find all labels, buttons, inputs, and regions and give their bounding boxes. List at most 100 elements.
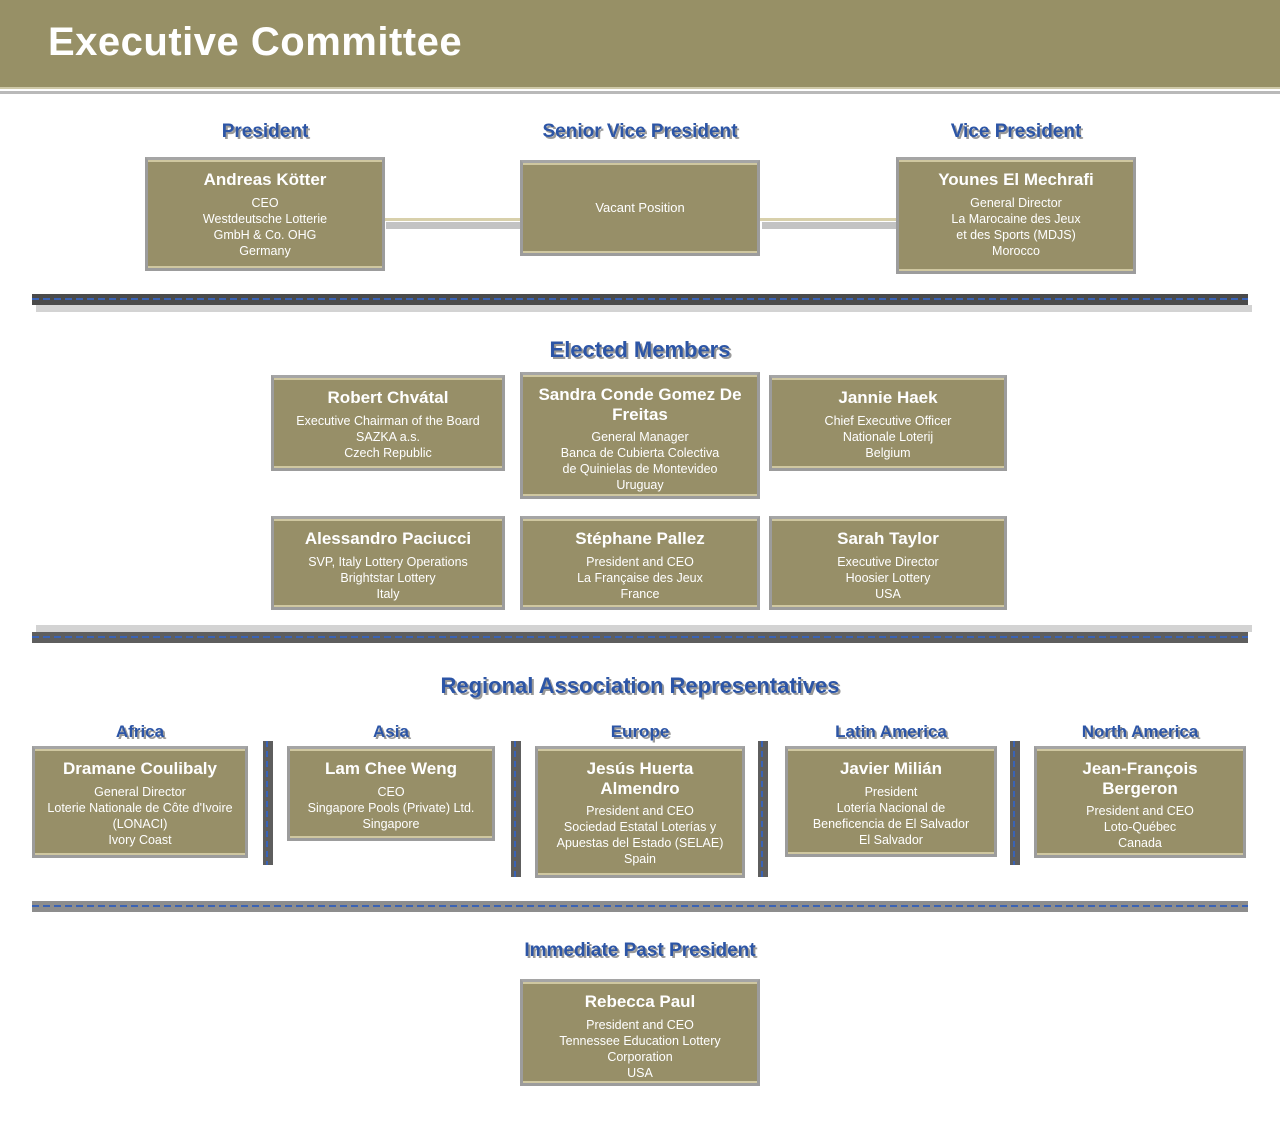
- regional-detail-line: Loto-Québec: [1103, 820, 1177, 835]
- connector-president-svp: [384, 218, 522, 221]
- member-name: Alessandro Paciucci: [304, 529, 472, 548]
- officer-card-president[interactable]: Andreas Kötter CEO Westdeutsche Lotterie…: [145, 157, 385, 271]
- regional-separator-europe-latin-america: [758, 741, 768, 877]
- title-banner: [0, 0, 1280, 89]
- regional-detail-line: Lotería Nacional de: [836, 800, 946, 815]
- regional-detail-line: CEO: [377, 784, 405, 799]
- regional-card-asia[interactable]: Lam Chee Weng CEO Singapore Pools (Priva…: [287, 746, 495, 841]
- member-name: Jannie Haek: [838, 388, 938, 407]
- regional-separator-africa-asia: [263, 741, 273, 865]
- page-title: Executive Committee: [48, 20, 463, 64]
- past-president-detail-line: Tennessee Education Lottery: [559, 1033, 721, 1048]
- connector-svp-vp: [760, 218, 896, 221]
- section-divider-officers: [32, 294, 1252, 312]
- divider-dashed-line: [32, 636, 1248, 638]
- regional-card-north-america[interactable]: Jean-François Bergeron President and CEO…: [1034, 746, 1246, 858]
- regional-detail-line: Singapore: [362, 816, 420, 831]
- member-detail-line: Hoosier Lottery: [845, 570, 931, 585]
- member-detail-line: SAZKA a.s.: [356, 429, 420, 444]
- member-detail-line: General Manager: [591, 430, 689, 445]
- regional-detail-line: Sociedad Estatal Loterías y: [563, 820, 717, 835]
- separator-bar: [263, 741, 273, 865]
- officer-detail-line: Morocco: [992, 243, 1040, 258]
- regional-detail-line: Beneficencia de El Salvador: [812, 816, 970, 831]
- regional-separator-latin-north-america: [1010, 741, 1020, 865]
- regional-detail-line: Singapore Pools (Private) Ltd.: [307, 800, 475, 815]
- regional-name: Lam Chee Weng: [325, 759, 457, 778]
- officer-detail-line: CEO: [251, 195, 279, 210]
- separator-dashed-line: [514, 741, 516, 877]
- officer-card-senior-vice-president[interactable]: Vacant Position: [520, 160, 760, 256]
- regional-detail-line: President: [864, 784, 918, 799]
- officer-name: Andreas Kötter: [203, 170, 327, 189]
- regional-name: Javier Milián: [839, 759, 943, 778]
- member-detail-line: Brightstar Lottery: [340, 570, 436, 585]
- regional-detail-line: Canada: [1118, 836, 1162, 851]
- officer-detail-line: General Director: [970, 195, 1062, 210]
- separator-bar: [1010, 741, 1020, 865]
- member-name: Sarah Taylor: [837, 529, 939, 548]
- elected-card-alessandro-paciucci[interactable]: Alessandro Paciucci SVP, Italy Lottery O…: [271, 516, 505, 610]
- heading-president: President: [221, 121, 309, 142]
- elected-card-jannie-haek[interactable]: Jannie Haek Chief Executive Officer Nati…: [769, 375, 1007, 471]
- past-president-card-rebecca-paul[interactable]: Rebecca Paul President and CEO Tennessee…: [520, 979, 760, 1086]
- region-label-africa: Africa: [115, 722, 165, 741]
- heading-elected-members: Elected Members: [549, 337, 731, 362]
- member-detail-line: Czech Republic: [344, 445, 432, 460]
- regional-card-europe[interactable]: Jesús Huerta Almendro President and CEO …: [535, 746, 745, 878]
- member-detail-line: Executive Director: [837, 554, 939, 569]
- regional-detail-line: President and CEO: [586, 804, 694, 819]
- elected-card-sarah-taylor[interactable]: Sarah Taylor Executive Director Hoosier …: [769, 516, 1007, 610]
- elected-card-robert-chvatal[interactable]: Robert Chvátal Executive Chairman of the…: [271, 375, 505, 471]
- separator-bar: [511, 741, 521, 877]
- regional-card-africa[interactable]: Dramane Coulibaly General Director Loter…: [32, 746, 248, 858]
- member-detail-line: Nationale Loterij: [842, 429, 934, 444]
- connector-shadow-president-svp: [386, 222, 524, 229]
- region-label-latin-america: Latin America: [835, 722, 947, 741]
- past-president-detail-line: USA: [627, 1065, 653, 1080]
- separator-dashed-line: [1013, 741, 1015, 865]
- member-detail-line: President and CEO: [586, 554, 694, 569]
- member-detail-line: Belgium: [865, 445, 911, 460]
- title-banner-shadow: [0, 91, 1280, 94]
- past-president-detail-line: President and CEO: [586, 1017, 694, 1032]
- member-detail-line: USA: [875, 586, 901, 601]
- regional-name: Jean-François Bergeron: [1082, 759, 1198, 798]
- divider-dashed-line: [32, 298, 1248, 300]
- past-president-detail-line: Corporation: [607, 1049, 673, 1064]
- officer-detail-line: et des Sports (MDJS): [956, 227, 1076, 242]
- heading-senior-vice-president: Senior Vice President: [542, 121, 738, 142]
- section-divider-elected: [32, 625, 1252, 643]
- officer-vacant-label: Vacant Position: [595, 199, 685, 215]
- regional-detail-line: El Salvador: [859, 832, 923, 847]
- divider-shadow: [36, 305, 1252, 312]
- member-detail-line: La Française des Jeux: [577, 570, 703, 585]
- member-detail-line: France: [620, 586, 660, 601]
- member-detail-line: Banca de Cubierta Colectiva: [560, 446, 720, 461]
- member-detail-line: Executive Chairman of the Board: [296, 413, 480, 428]
- elected-card-stephane-pallez[interactable]: Stéphane Pallez President and CEO La Fra…: [520, 516, 760, 610]
- regional-detail-line: General Director: [94, 784, 186, 799]
- regional-card-latin-america[interactable]: Javier Milián President Lotería Nacional…: [785, 746, 997, 857]
- region-label-asia: Asia: [373, 722, 409, 741]
- member-detail-line: SVP, Italy Lottery Operations: [308, 554, 468, 569]
- member-name: Sandra Conde Gomez De Freitas: [538, 385, 742, 424]
- officer-detail-line: La Marocaine des Jeux: [951, 211, 1081, 226]
- separator-bar: [758, 741, 768, 877]
- separator-dashed-line: [761, 741, 763, 877]
- regional-name: Dramane Coulibaly: [63, 759, 217, 778]
- officer-detail-line: Westdeutsche Lotterie: [202, 211, 328, 226]
- heading-immediate-past-president: Immediate Past President: [524, 940, 756, 961]
- section-divider-regional: [32, 901, 1248, 912]
- regional-detail-line: (LONACI): [112, 816, 168, 831]
- member-detail-line: Chief Executive Officer: [824, 413, 952, 428]
- member-detail-line: Italy: [376, 586, 400, 601]
- divider-shadow: [36, 625, 1252, 632]
- elected-card-sandra-conde-gomez-de-freitas[interactable]: Sandra Conde Gomez De Freitas General Ma…: [520, 372, 760, 499]
- member-name: Stéphane Pallez: [575, 529, 705, 548]
- regional-name: Jesús Huerta Almendro: [586, 759, 694, 798]
- officer-detail-line: GmbH & Co. OHG: [213, 227, 317, 242]
- heading-regional-association-representatives: Regional Association Representatives: [440, 673, 840, 698]
- officer-name: Younes El Mechrafi: [938, 170, 1094, 189]
- officer-card-vice-president[interactable]: Younes El Mechrafi General Director La M…: [896, 157, 1136, 274]
